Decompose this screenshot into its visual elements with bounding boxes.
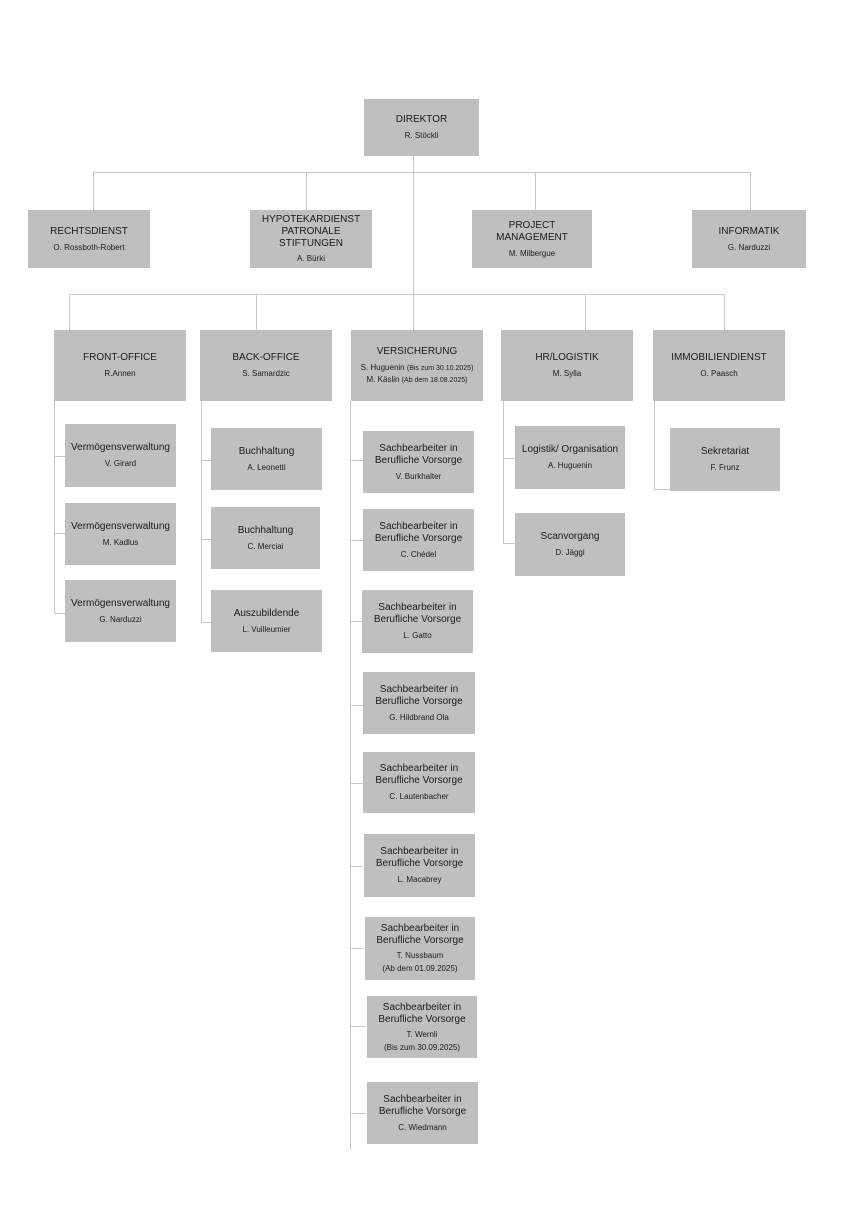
staff-box: Vermögensverwaltung G. Narduzzi xyxy=(65,580,176,642)
staff-box: Sachbearbeiter in Berufliche Vorsorge V.… xyxy=(363,431,474,493)
box-name: A. Huguenin xyxy=(547,461,593,470)
staff-box: Buchhaltung C. Merciai xyxy=(211,507,320,569)
staff-box: Sachbearbeiter in Berufliche Vorsorge T.… xyxy=(367,996,477,1058)
box-title: Sachbearbeiter in Berufliche Vorsorge xyxy=(375,763,463,786)
staff-box: Sachbearbeiter in Berufliche Vorsorge L.… xyxy=(362,590,473,653)
front-office-box: FRONT-OFFICE R.Annen xyxy=(54,330,186,401)
connector xyxy=(503,401,515,544)
box-title: INFORMATIK xyxy=(718,225,780,237)
box-title: DIREKTOR xyxy=(395,114,448,125)
date-note: (Bis zum 30.09.2025) xyxy=(383,1042,461,1052)
staff-box: Scanvorgang D. Jäggi xyxy=(515,513,625,576)
connector xyxy=(69,294,725,330)
box-name: L. Vuilleumier xyxy=(242,624,291,634)
box-title: PROJECT MANAGEMENT xyxy=(496,219,568,243)
box-name: O. Rossboth-Robert xyxy=(53,242,125,252)
box-name-1: S. Huguenin (Bis zum 30.10.2025) xyxy=(361,362,474,374)
connector xyxy=(93,172,751,211)
box-name: T. Wernli xyxy=(406,1029,438,1039)
box-name: G. Hildbrand Ola xyxy=(389,712,449,722)
box-name: S. Samardzic xyxy=(242,369,290,378)
connector xyxy=(201,401,211,623)
staff-box: Sachbearbeiter in Berufliche Vorsorge G.… xyxy=(363,672,475,734)
box-name: M. Kadlus xyxy=(102,537,139,547)
box-title: Buchhaltung xyxy=(238,445,295,457)
box-title: Sachbearbeiter in Berufliche Vorsorge xyxy=(375,846,464,869)
box-title: Vermögensverwaltung xyxy=(71,520,170,532)
staff-box: Auszubildende L. Vuilleumier xyxy=(211,590,322,652)
box-title: Sekretariat xyxy=(700,446,750,457)
person-name: M. Käslin xyxy=(366,374,400,384)
back-office-box: BACK-OFFICE S. Samardzic xyxy=(200,330,332,401)
person-name: S. Huguenin xyxy=(360,362,405,372)
box-title: Sachbearbeiter in Berufliche Vorsorge xyxy=(373,602,462,625)
staff-box: Sachbearbeiter in Berufliche Vorsorge L.… xyxy=(364,834,475,897)
box-name: F. Frunz xyxy=(710,463,740,472)
box-name: G. Narduzzi xyxy=(99,614,142,624)
staff-box: Buchhaltung A. Leonetti xyxy=(211,428,322,490)
box-name: M. Sylla xyxy=(552,369,582,378)
staff-box: Sachbearbeiter in Berufliche Vorsorge C.… xyxy=(363,752,475,813)
director-box: DIREKTOR R. Stöckli xyxy=(364,99,479,156)
box-title: HR/LOGISTIK xyxy=(535,352,599,363)
box-title: HYPOTEKARDIENST PATRONALE STIFTUNGEN xyxy=(261,214,361,249)
box-name: A. Leonetti xyxy=(247,462,286,472)
box-title: IMMOBILIENDIENST xyxy=(671,352,767,363)
box-name: R. Stöckli xyxy=(404,131,439,140)
box-title: Sachbearbeiter in Berufliche Vorsorge xyxy=(375,683,463,707)
connector xyxy=(350,401,366,1150)
box-name: R.Annen xyxy=(104,369,136,378)
staff-box: Sachbearbeiter in Berufliche Vorsorge C.… xyxy=(367,1082,478,1144)
project-management-box: PROJECT MANAGEMENT M. Milbergue xyxy=(472,210,592,268)
box-name: V. Burkhalter xyxy=(395,471,442,481)
staff-box: Vermögensverwaltung M. Kadlus xyxy=(65,503,176,565)
box-title: Sachbearbeiter in Berufliche Vorsorge xyxy=(378,1001,466,1025)
box-title: Auszubildende xyxy=(233,607,300,619)
box-name: L. Macabrey xyxy=(397,875,442,884)
box-title: RECHTSDIENST xyxy=(50,225,128,237)
box-title: Vermögensverwaltung xyxy=(71,597,170,609)
box-title: Vermögensverwaltung xyxy=(71,442,170,453)
box-name: C. Lautenbacher xyxy=(389,792,449,801)
box-title: Sachbearbeiter in Berufliche Vorsorge xyxy=(376,923,464,946)
rechtsdienst-box: RECHTSDIENST O. Rossboth-Robert xyxy=(28,210,150,268)
box-name: C. Chédel xyxy=(400,549,437,559)
staff-box: Sachbearbeiter in Berufliche Vorsorge T.… xyxy=(365,917,475,980)
box-name-2: M. Käslin (Ab dem 18.08.2025) xyxy=(367,374,468,386)
connector xyxy=(654,401,670,490)
staff-box: Sachbearbeiter in Berufliche Vorsorge C.… xyxy=(363,509,474,571)
box-name: V. Girard xyxy=(104,459,137,468)
box-name: M. Milbergue xyxy=(508,248,556,258)
box-name: A. Bürki xyxy=(296,254,325,263)
box-name: G. Narduzzi xyxy=(727,242,771,252)
box-name: C. Merciai xyxy=(247,541,284,551)
date-note: (Bis zum 30.10.2025) xyxy=(406,364,474,372)
staff-box: Sekretariat F. Frunz xyxy=(670,428,780,491)
box-name: L. Gatto xyxy=(403,631,432,640)
box-name: D. Jäggi xyxy=(555,548,585,557)
connector xyxy=(54,401,65,614)
date-note: (Ab dem 18.08.2025) xyxy=(401,376,468,384)
box-title: Scanvorgang xyxy=(540,531,600,542)
hypotekardienst-box: HYPOTEKARDIENST PATRONALE STIFTUNGEN A. … xyxy=(250,210,372,268)
staff-box: Logistik/ Organisation A. Huguenin xyxy=(515,426,625,489)
box-title: Sachbearbeiter in Berufliche Vorsorge xyxy=(374,520,463,544)
staff-box: Vermögensverwaltung V. Girard xyxy=(65,424,176,487)
hr-logistik-box: HR/LOGISTIK M. Sylla xyxy=(501,330,633,401)
box-title: Sachbearbeiter in Berufliche Vorsorge xyxy=(378,1093,467,1117)
box-title: Buchhaltung xyxy=(237,524,294,536)
box-title: Sachbearbeiter in Berufliche Vorsorge xyxy=(374,442,463,466)
immobiliendienst-box: IMMOBILIENDIENST O. Paasch xyxy=(653,330,785,401)
box-title: VERSICHERUNG xyxy=(376,345,458,357)
versicherung-box: VERSICHERUNG S. Huguenin (Bis zum 30.10.… xyxy=(351,330,483,401)
date-note: (Ab dem 01.09.2025) xyxy=(382,964,458,973)
box-title: FRONT-OFFICE xyxy=(83,352,157,363)
box-name: O. Paasch xyxy=(700,369,738,378)
box-name: C. Wiedmann xyxy=(398,1122,447,1132)
box-name: T. Nussbaum xyxy=(396,951,444,960)
box-title: BACK-OFFICE xyxy=(232,352,300,363)
box-title: Logistik/ Organisation xyxy=(521,444,619,455)
informatik-box: INFORMATIK G. Narduzzi xyxy=(692,210,806,268)
